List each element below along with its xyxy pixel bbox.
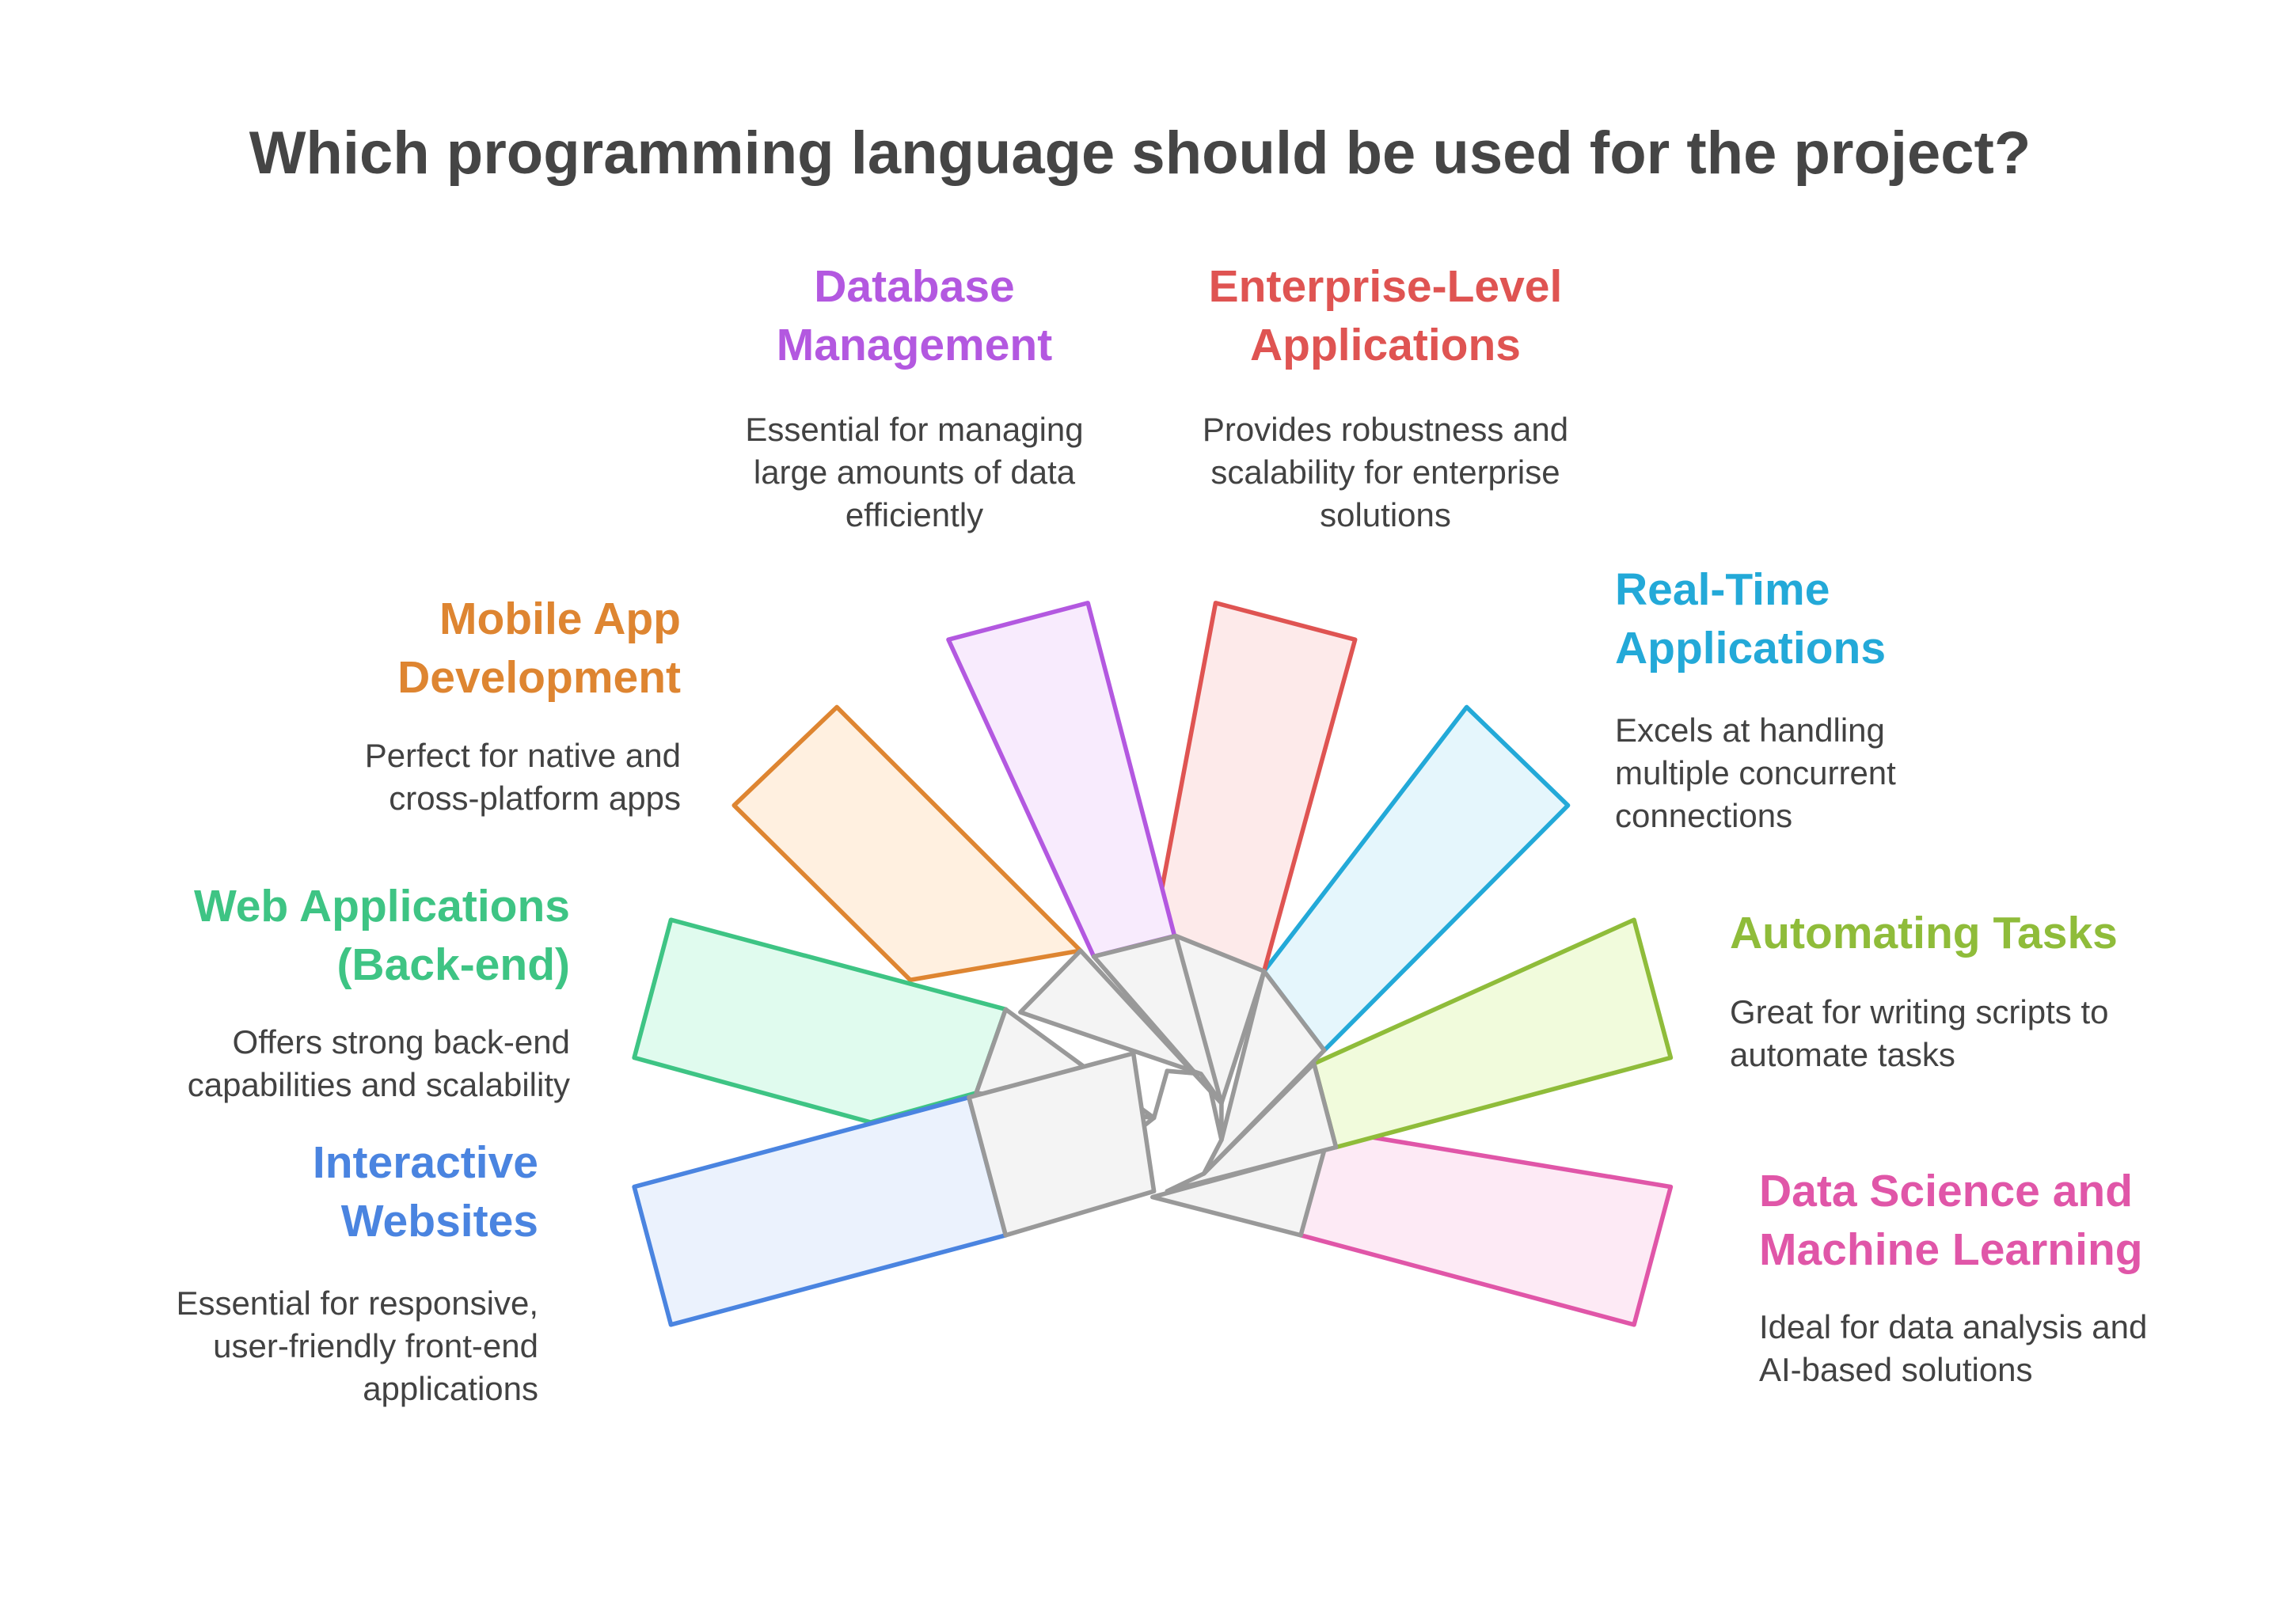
desc-real-time-applications: Excels at handling multiple concurrent c… (1615, 711, 1896, 834)
desc-database-management: Essential for managing large amounts of … (745, 411, 1084, 533)
desc-web-applications-back-end: Offers strong back-end capabilities and … (187, 1023, 570, 1103)
outer-blades (632, 601, 1674, 1327)
desc-data-science-and-machine-learning: Ideal for data analysis and AI-based sol… (1759, 1308, 2148, 1388)
blade-data-science-and-machine-learning[interactable] (1298, 1124, 1674, 1327)
hub-segment-3 (1018, 948, 1224, 1106)
desc-automating-tasks: Great for writing scripts to automate ta… (1730, 993, 2109, 1073)
label-real-time-applications: Real-Time Applications (1615, 564, 1887, 674)
label-web-applications-back-end: Web Applications (Back-end) (193, 881, 570, 990)
desc-mobile-app-development: Perfect for native and cross-platform ap… (364, 737, 681, 817)
blade-interactive-websites[interactable] (632, 1095, 1009, 1327)
front-blade (632, 1051, 1157, 1327)
label-database-management: Database Management (776, 261, 1053, 370)
hub-segment-front (967, 1051, 1157, 1238)
label-mobile-app-development: Mobile App Development (397, 594, 681, 703)
hub-spiral-line (1151, 1068, 1202, 1119)
page-title: Which programming language should be use… (249, 120, 2031, 187)
label-interactive-websites: Interactive Websites (312, 1137, 538, 1246)
label-enterprise-level-applications: Enterprise-Level Applications (1208, 261, 1563, 370)
hub-segment-6 (1201, 969, 1327, 1176)
desc-interactive-websites: Essential for responsive, user-friendly … (176, 1284, 538, 1407)
desc-enterprise-level-applications: Provides robustness and scalability for … (1202, 411, 1569, 533)
label-data-science-and-machine-learning: Data Science and Machine Learning (1759, 1166, 2143, 1275)
label-automating-tasks: Automating Tasks (1730, 908, 2118, 958)
hub-segment-4 (1091, 933, 1224, 1106)
